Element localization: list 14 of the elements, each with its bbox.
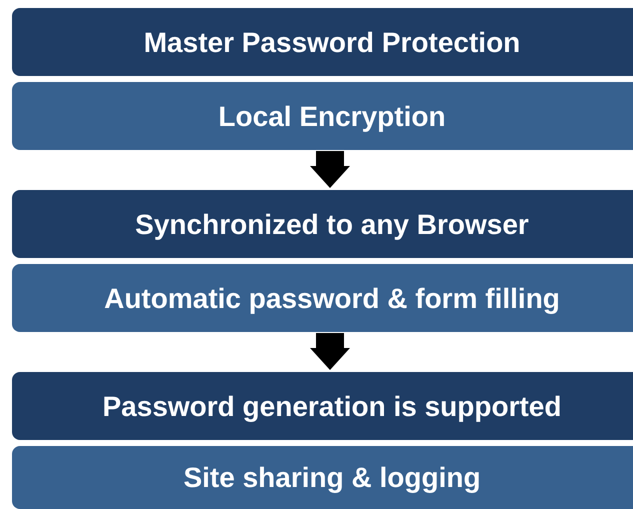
- process-box: [12, 82, 633, 150]
- box-label: Site sharing & logging: [182, 461, 482, 495]
- process-box: [12, 264, 633, 332]
- process-box: [12, 372, 633, 440]
- block-arrow: [310, 333, 350, 370]
- process-box: [12, 8, 633, 76]
- process-box: [12, 446, 633, 509]
- block-arrow: [310, 151, 350, 188]
- box-label: Password generation is supported: [102, 390, 562, 424]
- box-label: Master Password Protection: [142, 26, 522, 60]
- box-label: Automatic password & form filling: [103, 282, 561, 316]
- process-box: [12, 190, 633, 258]
- box-label: Local Encryption: [217, 100, 447, 134]
- box-label: Synchronized to any Browser: [134, 208, 530, 242]
